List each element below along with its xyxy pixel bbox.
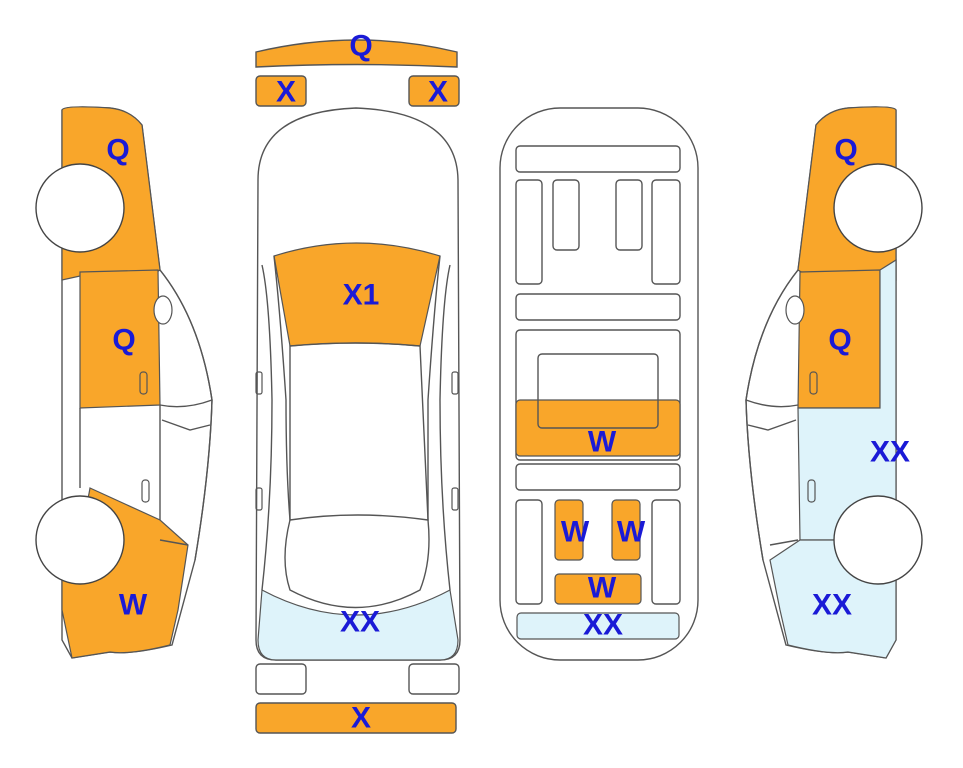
underbody-front-left-slot	[552, 179, 580, 251]
left-door-rear-line	[79, 405, 161, 520]
underbody-crossmember-2	[515, 463, 681, 491]
underbody-front-right-rail	[651, 179, 681, 285]
left-front-fender-label: Q	[106, 134, 129, 167]
hood-label: X1	[343, 279, 380, 312]
left-front-wheel	[35, 163, 125, 253]
left-rear-wheel	[35, 495, 125, 585]
left-front-door-label: Q	[112, 324, 135, 357]
rear-bumper-label: X	[351, 702, 371, 735]
front-lamp-right[interactable]	[408, 75, 460, 107]
underbody-crossmember-1	[515, 293, 681, 321]
rear-bumper-group: X	[255, 663, 460, 735]
floor-left-label: W	[561, 516, 590, 549]
right-mirror-top	[451, 371, 459, 395]
underbody-outline	[499, 107, 699, 661]
underbody-middle-frame	[515, 329, 681, 461]
floor-left[interactable]	[554, 499, 584, 561]
right-pillar-line	[745, 399, 799, 546]
underbody-fuel-tank	[537, 353, 659, 429]
top-side-lines	[261, 264, 451, 591]
front-bumper-group: Q X X	[255, 30, 460, 109]
right-rear-wheel	[833, 495, 923, 585]
trunk-lid-label: XX	[340, 606, 380, 639]
underbody-rear-right-rail	[651, 499, 681, 605]
right-front-door-handle	[809, 371, 818, 395]
floor-rear[interactable]	[554, 573, 642, 605]
rear-bumper[interactable]	[255, 702, 457, 734]
floor-rear-label: W	[588, 572, 617, 605]
underbody-front-right-slot	[615, 179, 643, 251]
trunk-lid[interactable]	[257, 589, 459, 661]
right-side-view: Q Q XX XX	[745, 106, 923, 659]
front-lamp-left-label: X	[276, 76, 296, 109]
left-mirror-top	[255, 371, 263, 395]
underbody-view: W W W W XX	[499, 107, 699, 661]
trunk-floor-label: XX	[583, 609, 623, 642]
left-side-view: Q Q W	[35, 106, 213, 659]
right-front-door-label: Q	[828, 324, 851, 357]
floor-right-label: W	[617, 516, 646, 549]
right-front-wheel	[833, 163, 923, 253]
underbody-front-left-rail	[515, 179, 543, 285]
rear-lamp-left[interactable]	[255, 663, 307, 695]
left-rear-door-handle	[141, 479, 150, 503]
front-lamp-left[interactable]	[255, 75, 307, 107]
left-handle-top	[255, 487, 263, 511]
right-rear-quarter-label: XX	[812, 589, 852, 622]
left-mirror	[153, 295, 173, 325]
front-bumper[interactable]	[255, 39, 458, 68]
rear-lamp-right[interactable]	[408, 663, 460, 695]
right-rear-door-label: XX	[870, 436, 910, 469]
right-rear-door-handle	[807, 479, 816, 503]
front-bumper-label: Q	[349, 30, 372, 63]
trunk-floor[interactable]	[516, 612, 680, 640]
right-mirror	[785, 295, 805, 325]
roof-outline	[289, 342, 429, 521]
underbody-front-bar	[515, 145, 681, 173]
right-front-fender-label: Q	[834, 134, 857, 167]
floor-middle-label: W	[588, 426, 617, 459]
left-front-door-handle	[139, 371, 148, 395]
right-rear-quarter[interactable]	[769, 499, 897, 659]
top-view: X1 XX	[255, 107, 461, 661]
left-rear-quarter-label: W	[119, 589, 148, 622]
floor-right[interactable]	[611, 499, 641, 561]
top-inner-lines	[273, 255, 441, 521]
left-pillar-line	[159, 399, 213, 546]
underbody-rear-left-rail	[515, 499, 543, 605]
right-handle-top	[451, 487, 459, 511]
front-lamp-right-label: X	[428, 76, 448, 109]
rear-window-line	[284, 519, 430, 609]
